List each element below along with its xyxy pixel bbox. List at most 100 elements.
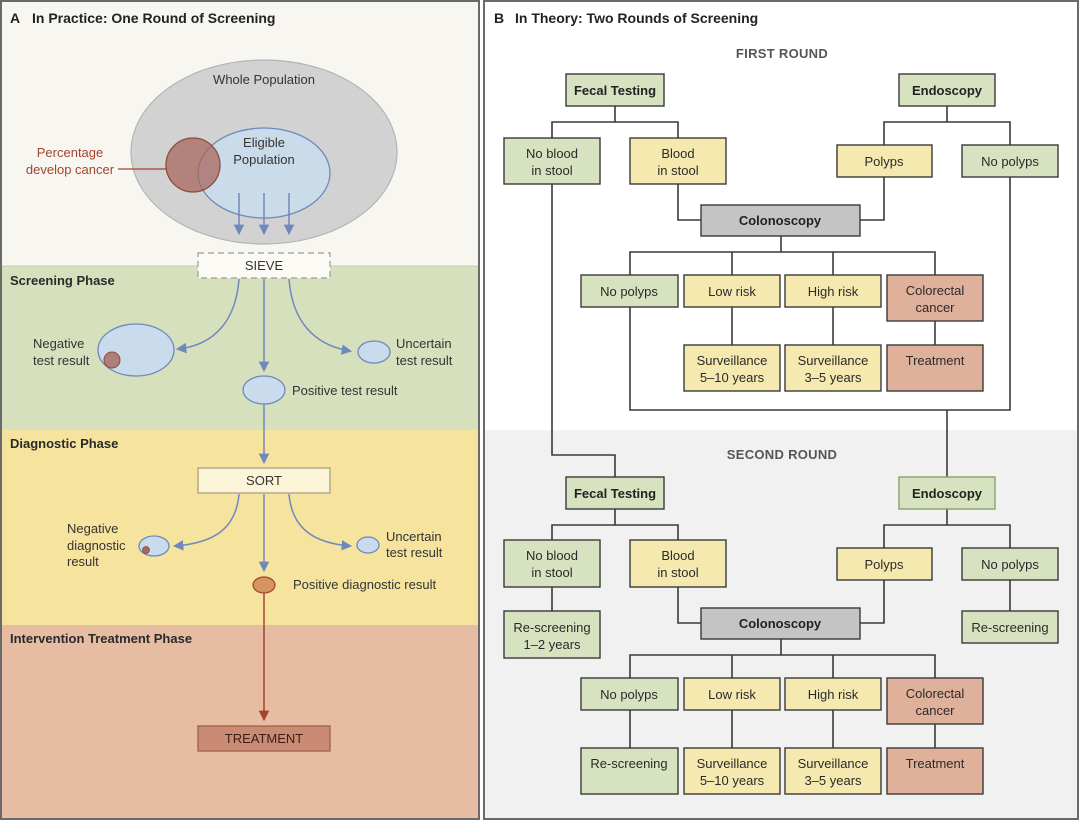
second-round-blood-in-stool: Blood in stool <box>629 539 727 588</box>
first-round-connectors <box>551 106 1011 477</box>
treatment-label: Treatment <box>906 756 965 771</box>
negative-test-ellipse <box>97 323 175 377</box>
fecal-testing-label: Fecal Testing <box>574 486 656 501</box>
panel-a-letter: A <box>10 10 20 26</box>
panel-b-title: In Theory: Two Rounds of Screening <box>515 10 758 26</box>
positive-diagnostic-label: Positive diagnostic result <box>293 577 436 592</box>
rescreening-fecal-label: Re-screening <box>513 620 590 635</box>
no-polyps-label: No polyps <box>981 557 1039 572</box>
second-round-no-blood-in-stool: No blood in stool <box>503 539 601 588</box>
surveillance-high-label-2: 3–5 years <box>804 370 862 385</box>
colonoscopy-label: Colonoscopy <box>739 616 822 631</box>
negative-diagnostic-label: Negative <box>67 521 118 536</box>
second-round-treatment: Treatment <box>886 747 984 795</box>
negative-test-cancer-dot <box>103 351 121 369</box>
intervention-phase-title: Intervention Treatment Phase <box>10 631 192 646</box>
treatment-label: TREATMENT <box>225 731 304 746</box>
positive-test-label: Positive test result <box>292 383 398 398</box>
negative-test-label-2: test result <box>33 353 90 368</box>
outcome-no-polyps-label: No polyps <box>600 284 658 299</box>
negative-test-label: Negative <box>33 336 84 351</box>
first-round-outcome-low-risk: Low risk <box>683 274 781 308</box>
polyps-label: Polyps <box>864 154 904 169</box>
second-round-fecal-testing: Fecal Testing <box>565 476 665 510</box>
first-round-polyps: Polyps <box>836 144 933 178</box>
sort-label: SORT <box>246 473 282 488</box>
blood-label: Blood <box>661 146 694 161</box>
colorectal-cancer-label: Colorectal <box>906 686 965 701</box>
rescreening-endo-label: Re-screening <box>971 620 1048 635</box>
first-round-outcome-high-risk: High risk <box>784 274 882 308</box>
low-risk-label: Low risk <box>708 284 756 299</box>
screening-phase-title: Screening Phase <box>10 273 115 288</box>
first-round-label: FIRST ROUND <box>736 46 828 61</box>
uncertain-diagnostic-label-2: test result <box>386 545 443 560</box>
blood-label: Blood <box>661 548 694 563</box>
intervention-phase-band <box>1 625 479 819</box>
blood-label-2: in stool <box>657 565 698 580</box>
second-round-endoscopy: Endoscopy <box>898 476 996 510</box>
first-round-fecal-testing: Fecal Testing <box>565 73 665 107</box>
arrow-to-negative-test <box>175 278 240 354</box>
blood-label-2: in stool <box>657 163 698 178</box>
treatment-label: Treatment <box>906 353 965 368</box>
sieve-box <box>197 252 331 279</box>
panel-b: B In Theory: Two Rounds of Screening FIR… <box>483 0 1079 820</box>
positive-diagnostic-ellipse <box>252 576 276 594</box>
negative-diagnostic-label-3: result <box>67 554 99 569</box>
panel-a: A In Practice: One Round of Screening Wh… <box>0 0 480 820</box>
first-round-colonoscopy: Colonoscopy <box>700 204 861 237</box>
whole-population-label: Whole Population <box>213 72 315 87</box>
second-round-rescreening-1-2-years: Re-screening 1–2 years <box>503 610 601 659</box>
outcome-no-polyps-label: No polyps <box>600 687 658 702</box>
uncertain-diagnostic-label: Uncertain <box>386 529 442 544</box>
second-round-connectors <box>551 509 1011 748</box>
diagnostic-phase-band <box>1 430 479 625</box>
negative-diagnostic-label-2: diagnostic <box>67 538 126 553</box>
surveillance-low-label-2: 5–10 years <box>700 773 765 788</box>
negative-diagnostic-cancer-dot <box>142 546 150 554</box>
colonoscopy-label: Colonoscopy <box>739 213 822 228</box>
no-blood-label-2: in stool <box>531 565 572 580</box>
rescreening-label: Re-screening <box>590 756 667 771</box>
second-round-rescreening-after-no-polyps: Re-screening <box>580 747 679 795</box>
colorectal-cancer-label-2: cancer <box>915 703 955 718</box>
cancer-label-2: develop cancer <box>26 162 115 177</box>
second-round-rescreening-endoscopy: Re-screening <box>961 610 1059 644</box>
eligible-population-label: Eligible <box>243 135 285 150</box>
second-round-polyps: Polyps <box>836 547 933 581</box>
endoscopy-label: Endoscopy <box>912 486 983 501</box>
first-round-blood-in-stool: Blood in stool <box>629 137 727 185</box>
panel-b-letter: B <box>494 10 504 26</box>
second-round-outcome-low-risk: Low risk <box>683 677 781 711</box>
sieve-label: SIEVE <box>245 258 284 273</box>
second-round-surveillance-5-10: Surveillance 5–10 years <box>683 747 781 795</box>
arrow-to-uncertain-diagnostic <box>288 493 353 551</box>
no-blood-label-2: in stool <box>531 163 572 178</box>
second-round-outcome-no-polyps: No polyps <box>580 677 679 711</box>
first-round-surveillance-5-10: Surveillance 5–10 years <box>683 344 781 392</box>
arrow-to-negative-diagnostic <box>172 493 240 551</box>
panel-b-border <box>483 0 1079 820</box>
endoscopy-label: Endoscopy <box>912 83 983 98</box>
first-round-no-blood-in-stool: No blood in stool <box>503 137 601 185</box>
no-polyps-label: No polyps <box>981 154 1039 169</box>
eligible-population-label-2: Population <box>233 152 294 167</box>
cancer-circle <box>165 137 221 193</box>
first-round-treatment: Treatment <box>886 344 984 392</box>
low-risk-label: Low risk <box>708 687 756 702</box>
uncertain-test-ellipse <box>357 340 391 364</box>
second-round-outcome-high-risk: High risk <box>784 677 882 711</box>
surveillance-high-label: Surveillance <box>798 756 869 771</box>
second-round-label: SECOND ROUND <box>727 447 838 462</box>
uncertain-test-label: Uncertain <box>396 336 452 351</box>
positive-test-ellipse <box>242 375 286 405</box>
colorectal-cancer-label: Colorectal <box>906 283 965 298</box>
rescreening-fecal-label-2: 1–2 years <box>523 637 581 652</box>
second-round-surveillance-3-5: Surveillance 3–5 years <box>784 747 882 795</box>
no-blood-label: No blood <box>526 548 578 563</box>
panel-a-border <box>0 0 480 820</box>
treatment-box <box>197 725 331 752</box>
high-risk-label: High risk <box>808 284 859 299</box>
